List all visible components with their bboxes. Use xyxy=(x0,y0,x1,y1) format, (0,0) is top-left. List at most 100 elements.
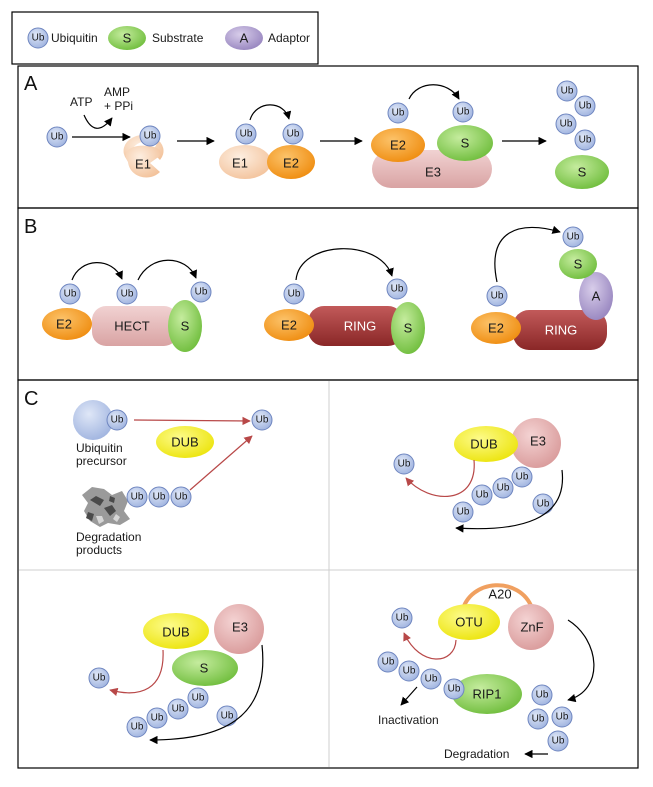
legend-s-label: Substrate xyxy=(152,31,204,45)
dub-label: DUB xyxy=(171,435,198,450)
dub xyxy=(143,613,209,649)
dub xyxy=(156,426,214,458)
a20-linker xyxy=(460,583,534,613)
black-arrow xyxy=(455,469,564,533)
ubiquitin xyxy=(547,730,569,752)
legend-adaptor: A Adaptor xyxy=(225,26,310,50)
red-arrow xyxy=(133,416,251,426)
panel-b-letter: B xyxy=(24,216,37,238)
ubiquitin-label: Ub xyxy=(172,704,185,715)
ubiquitin xyxy=(386,278,408,300)
e3-label: E3 xyxy=(232,620,248,635)
ubiquitin-label: Ub xyxy=(491,291,504,302)
ubiquitin xyxy=(492,477,514,499)
legend-ub-label: Ubiquitin xyxy=(51,31,98,45)
znf-domain xyxy=(508,604,554,650)
ubiquitin-label: Ub xyxy=(567,232,580,243)
ubiquitin xyxy=(235,123,257,145)
e2-label: E2 xyxy=(390,138,406,153)
ubiquitin xyxy=(551,706,573,728)
a20-label: A20 xyxy=(488,587,511,602)
substrate xyxy=(559,249,597,279)
hect-ligase xyxy=(92,306,178,346)
transfer-arrow xyxy=(494,225,561,283)
panel-c4: A20 ZnF OTU Ub RIP1 Ub Ub Ub Ub Inactiva… xyxy=(377,583,595,761)
ubiquitin-label: Ub xyxy=(144,131,157,142)
ubiquitin xyxy=(377,651,399,673)
red-arrow xyxy=(189,435,253,491)
ubiquitin-label: Ub xyxy=(111,415,124,426)
ubiquitin-label: Ub xyxy=(64,289,77,300)
ring-label: RING xyxy=(344,319,377,334)
precursor-label: Ubiquitin xyxy=(76,441,123,455)
transfer-arrow xyxy=(71,262,123,281)
substrate xyxy=(555,155,609,189)
ubiquitin-label: Ub xyxy=(175,492,188,503)
dub-label: DUB xyxy=(162,625,189,640)
ubiquitin-label: Ub xyxy=(240,129,253,140)
substrate-label: S xyxy=(461,136,470,151)
ubiquitin xyxy=(283,283,305,305)
ubiquitin xyxy=(59,283,81,305)
otu-domain xyxy=(438,604,500,640)
atp-arrow xyxy=(83,114,113,129)
e1-enzyme xyxy=(219,145,271,179)
ubiquitin-label: Ub xyxy=(556,712,569,723)
e2-enzyme xyxy=(264,309,314,341)
ubiquitin xyxy=(148,486,170,508)
legend-a-label: Adaptor xyxy=(268,31,310,45)
ubiquitin xyxy=(531,684,553,706)
dub-label: DUB xyxy=(470,437,497,452)
ubiquitin-label: Ub xyxy=(476,490,489,501)
ubiquitin-label: Ub xyxy=(192,693,205,704)
substrate xyxy=(172,650,238,686)
ubiquitin xyxy=(393,453,415,475)
e2-label: E2 xyxy=(281,318,297,333)
e3-label: E3 xyxy=(530,434,546,449)
ubiquitin-label: Ub xyxy=(448,684,461,695)
ubiquitin-label: Ub xyxy=(287,129,300,140)
e2-enzyme xyxy=(471,312,521,344)
ring-label: RING xyxy=(545,323,578,338)
ubiquitin-label: Ub xyxy=(560,119,573,130)
ubiquitin xyxy=(556,80,578,102)
ubiquitin-label: Ub xyxy=(516,472,529,483)
ubiquitin xyxy=(452,501,474,523)
ubiquitin-label: Ub xyxy=(537,499,550,510)
ubiquitin xyxy=(139,125,161,147)
e2-enzyme xyxy=(371,128,425,162)
ubiquitin xyxy=(116,283,138,305)
ubiquitin xyxy=(106,409,128,431)
ubiquitin-label: Ub xyxy=(579,101,592,112)
ubiquitin xyxy=(555,113,577,135)
substrate xyxy=(168,300,202,352)
ubiquitin-label: Ub xyxy=(151,713,164,724)
substrate-icon xyxy=(108,26,146,50)
ubiquitin xyxy=(574,95,596,117)
legend: Ub Ubiquitin S Substrate A Adaptor xyxy=(11,11,319,65)
red-arrow xyxy=(405,459,475,497)
ubiquitin-label: Ub xyxy=(457,507,470,518)
degradation-label: Degradation xyxy=(444,747,509,761)
ubiquitin xyxy=(574,129,596,151)
e1-label: E1 xyxy=(135,157,151,172)
e2-label: E2 xyxy=(56,317,72,332)
ring-ligase xyxy=(513,310,607,350)
ubiquitin-label: Ub xyxy=(131,492,144,503)
atp-label: ATP xyxy=(70,95,92,109)
e2-enzyme xyxy=(42,308,92,340)
otu-label: OTU xyxy=(455,615,482,630)
e2-enzyme xyxy=(267,145,315,179)
ubiquitin xyxy=(562,226,584,248)
degradation-products-label-2: products xyxy=(76,543,122,557)
inactivation-label: Inactivation xyxy=(378,713,439,727)
ubiquitin-label: Ub xyxy=(398,459,411,470)
degradation-products-icon xyxy=(82,487,130,527)
e1-label: E1 xyxy=(232,156,248,171)
ubiquitin-label: Ub xyxy=(288,289,301,300)
legend-box xyxy=(11,11,319,65)
transfer-arrow xyxy=(295,248,394,281)
ubiquitin xyxy=(146,707,168,729)
amp-label: AMP xyxy=(104,85,130,99)
